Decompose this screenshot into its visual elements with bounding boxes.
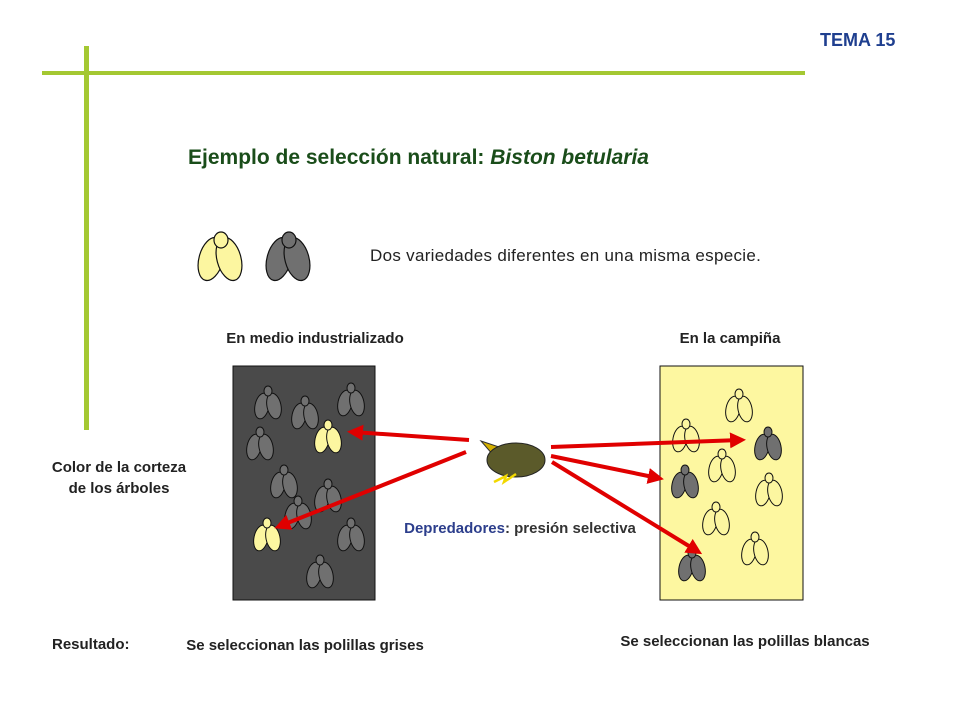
predator-word: Depredadores — [404, 520, 505, 537]
arrow-to-dark-moth-right-bottom — [550, 460, 703, 555]
bird-predator-icon — [479, 439, 546, 486]
predator-caption: Depredadores: presión selectiva — [400, 518, 640, 540]
result-label: Resultado: — [52, 636, 130, 653]
slide-title: Ejemplo de selección natural: Biston bet… — [188, 146, 649, 170]
title-prefix: Ejemplo de selección natural: — [188, 146, 491, 169]
bark-color-label: Color de la corteza de los árboles — [51, 459, 187, 497]
arrow-to-dark-moth-right-upper — [550, 432, 746, 449]
title-species: Biston betularia — [490, 146, 649, 169]
left-result: Se seleccionan las polillas grises — [186, 637, 424, 654]
example-dark-moth-icon — [265, 231, 311, 282]
topic-tag: TEMA 15 — [820, 30, 896, 50]
horizontal-accent-line — [42, 71, 805, 75]
vertical-accent-line — [84, 46, 89, 430]
arrow-to-dark-moth-right-mid — [550, 454, 664, 484]
varieties-caption: Dos variedades diferentes en una misma e… — [370, 246, 762, 265]
right-result: Se seleccionan las polillas blancas — [620, 633, 870, 650]
right-heading: En la campiña — [679, 330, 781, 347]
predator-rest: : presión selectiva — [504, 520, 636, 537]
left-heading: En medio industrializado — [226, 330, 404, 347]
example-light-moth-icon — [197, 231, 243, 282]
predation-arrows — [274, 424, 746, 555]
arrow-to-light-moth-bottom-left — [274, 450, 467, 530]
arrow-to-light-moth-dark-panel — [347, 424, 470, 442]
